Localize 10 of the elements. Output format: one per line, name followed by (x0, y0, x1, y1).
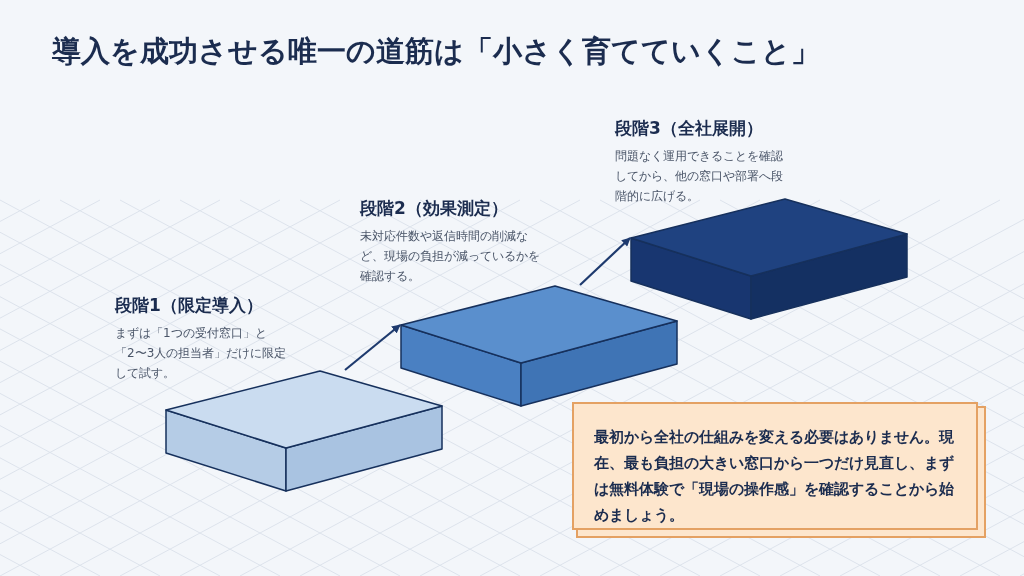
arrow (579, 237, 631, 286)
step-description: 未対応件数や返信時間の削減など、現場の負担が減っているかを確認する。 (360, 227, 541, 285)
arrow (344, 324, 401, 371)
step-heading: 段階2（効果測定） (360, 197, 509, 220)
step-description: 問題なく運用できることを確認してから、他の窓口や部署へ段階的に広げる。 (615, 147, 784, 205)
step-heading: 段階1（限定導入） (115, 294, 264, 317)
step-heading: 段階3（全社展開） (615, 117, 764, 140)
note-text: 最初から全社の仕組みを変える必要はありません。現在、最も負担の大きい窓口から一つだけ見直し、まずは無料体験で「現場の操作感」を確認することから始めましょう。 (594, 427, 955, 526)
title: 導入を成功させる唯一の道筋は「小さく育てていくこと」 (52, 33, 820, 70)
step-description: まずは「1つの受付窓口」と「2〜3人の担当者」だけに限定して試す。 (115, 324, 288, 382)
